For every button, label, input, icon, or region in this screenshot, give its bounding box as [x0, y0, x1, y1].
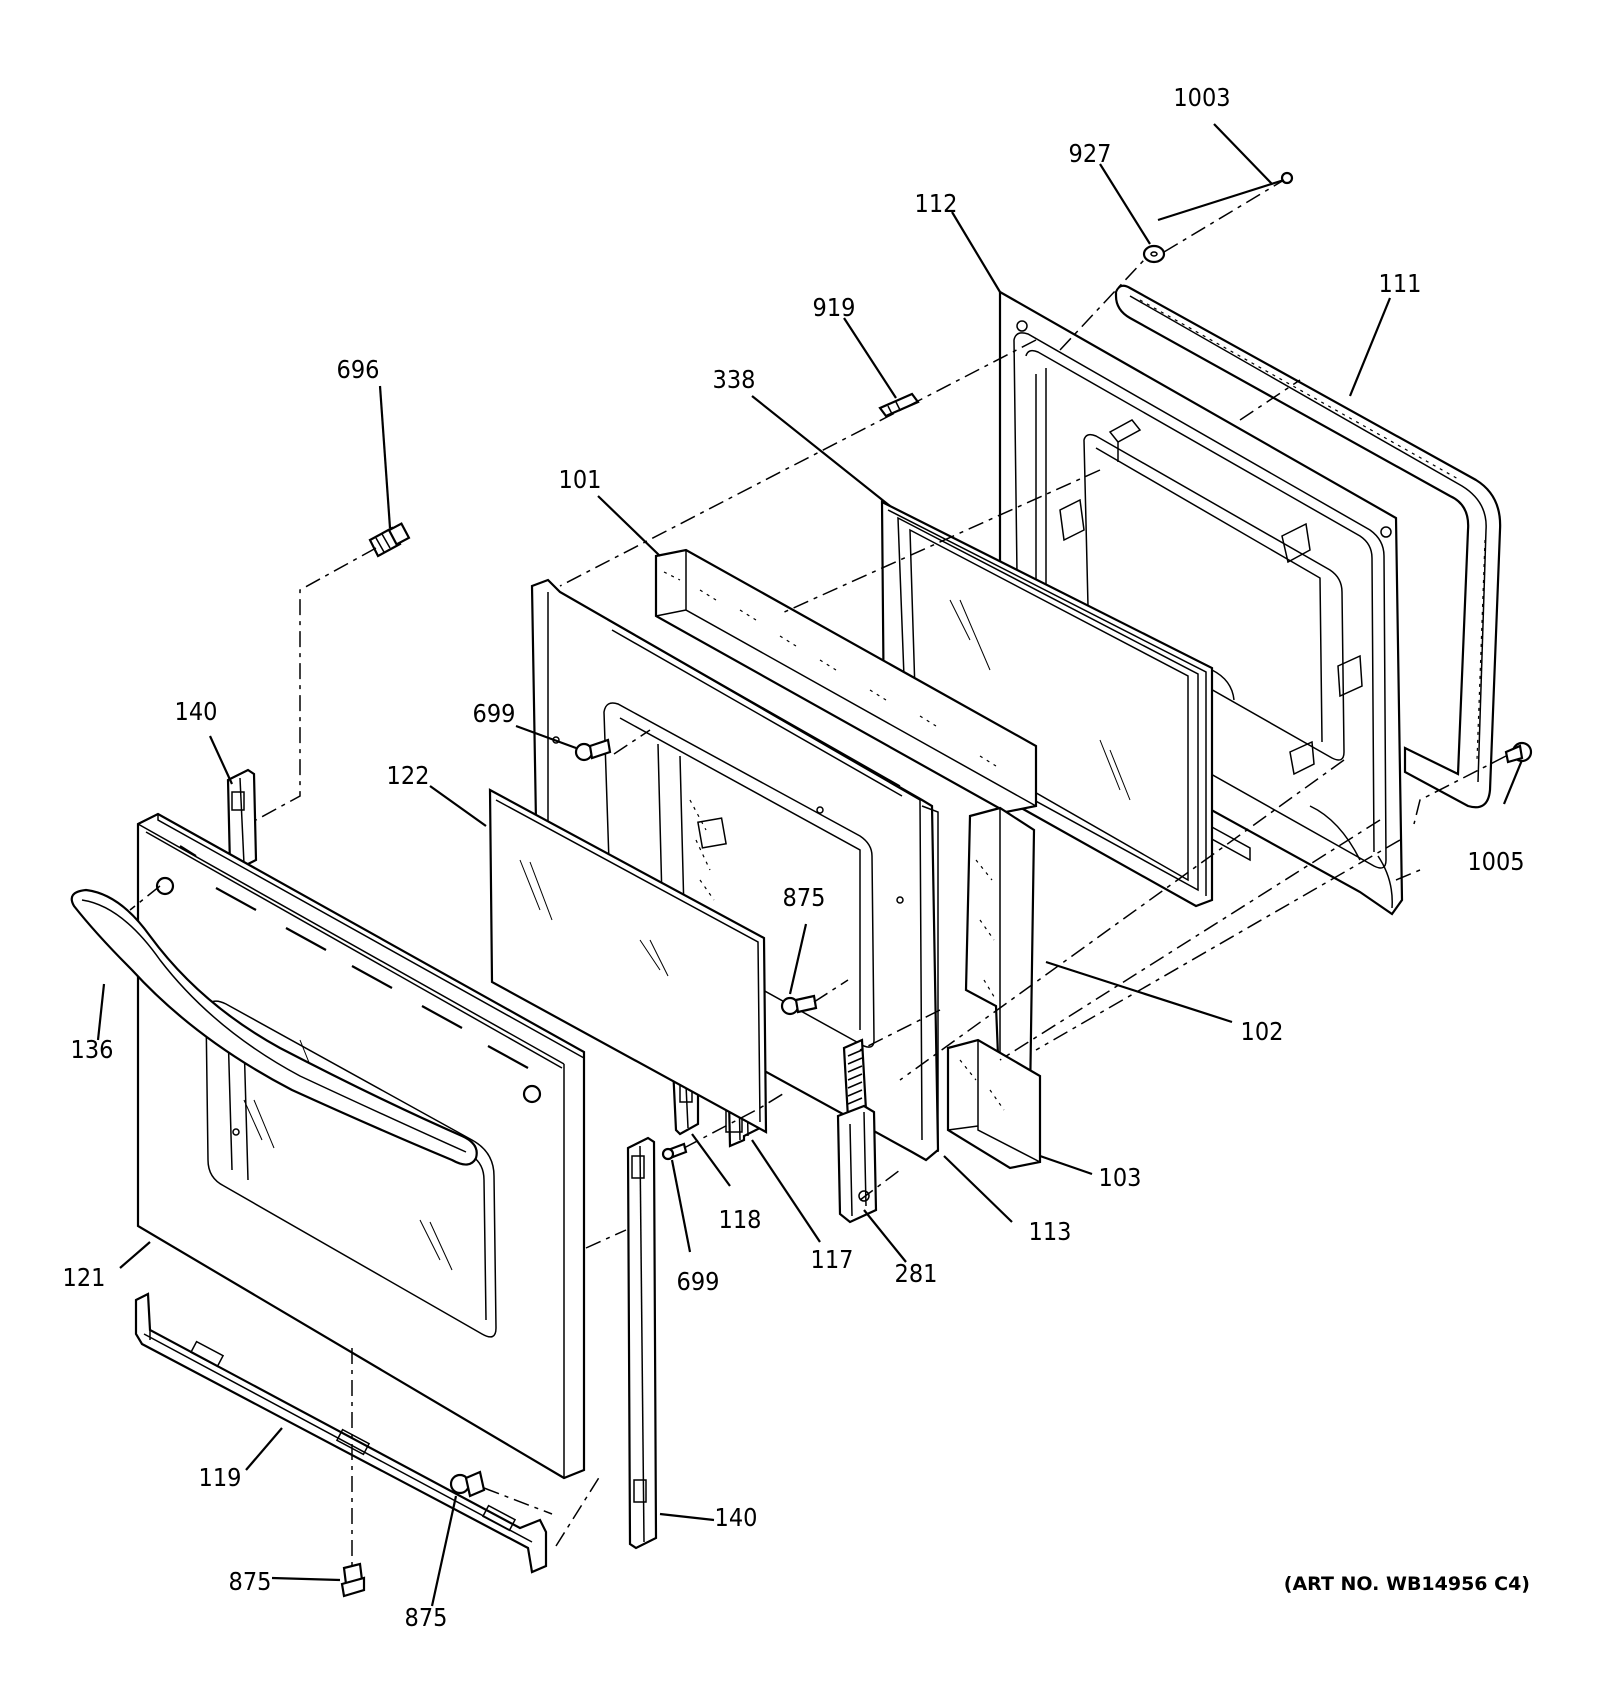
label-102: 102 [1241, 1017, 1284, 1046]
fastener-875-screw-right [449, 1470, 486, 1498]
fastener-699-screw-low [661, 1142, 688, 1161]
label-118: 118 [719, 1205, 762, 1234]
label-927: 927 [1069, 139, 1112, 168]
fastener-696-screw [368, 522, 411, 558]
label-875-mid: 875 [783, 883, 826, 912]
fastener-919-pin [878, 392, 920, 418]
label-1005: 1005 [1467, 847, 1524, 876]
label-101: 101 [559, 465, 602, 494]
fastener-1005-screw [1504, 741, 1533, 764]
fastener-875-screw-mid [780, 994, 818, 1016]
label-140-top: 140 [175, 697, 218, 726]
fastener-699-screw-top [574, 738, 612, 762]
part-338-window-pack [880, 500, 1235, 908]
label-121: 121 [63, 1263, 106, 1292]
art-number: (ART NO. WB14956 C4) [1284, 1573, 1530, 1595]
label-919: 919 [813, 293, 856, 322]
part-281-hinge [836, 1038, 878, 1224]
label-122: 122 [387, 761, 430, 790]
label-875-right: 875 [405, 1603, 448, 1632]
part-136-handle [70, 888, 478, 1166]
label-1003: 1003 [1173, 83, 1230, 112]
label-112: 112 [915, 189, 958, 218]
label-281: 281 [895, 1259, 938, 1288]
label-338: 338 [713, 365, 756, 394]
part-111-gasket [1114, 284, 1502, 809]
fastener-1003-screw [1157, 171, 1294, 222]
fastener-875-screw-left [340, 1562, 366, 1598]
part-119-bottom-trim [134, 1292, 548, 1574]
assembly-lines [129, 179, 1507, 1566]
part-140-trim-bottom [626, 1136, 658, 1550]
label-696: 696 [337, 355, 380, 384]
leader-lines [96, 123, 1524, 1607]
label-119: 119 [199, 1463, 242, 1492]
label-117: 117 [811, 1245, 854, 1274]
part-121-outer-door [136, 812, 586, 1480]
label-875-left: 875 [229, 1567, 272, 1596]
fastener-927-washer [1142, 244, 1166, 264]
label-103: 103 [1099, 1163, 1142, 1192]
label-140-bottom: 140 [715, 1503, 758, 1532]
label-699-top: 699 [473, 699, 516, 728]
label-136: 136 [71, 1035, 114, 1064]
label-111: 111 [1379, 269, 1422, 298]
callout-labels: 1003 927 112 111 919 696 338 101 699 140… [63, 83, 1530, 1632]
part-122-inner-glass [488, 788, 768, 1134]
part-101-insulation [654, 548, 1042, 1170]
label-699-low: 699 [677, 1267, 720, 1296]
label-113: 113 [1029, 1217, 1072, 1246]
